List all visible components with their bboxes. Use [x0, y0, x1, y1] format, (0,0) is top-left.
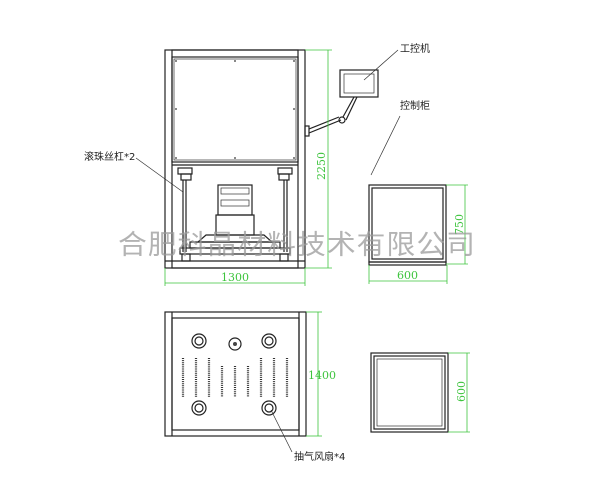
dim-front-height: 2250	[305, 49, 332, 269]
front-view: 2250 1300	[164, 49, 379, 286]
dim-cabinet-depth-label: 600	[455, 381, 468, 402]
dim-cabinet-width-label: 600	[397, 269, 418, 282]
label-control-cabinet: 控制柜	[400, 99, 430, 112]
base-view: 1400	[164, 311, 336, 437]
control-cabinet-front: 750 600	[368, 184, 468, 284]
dim-base-depth-label: 1400	[308, 369, 336, 382]
dim-front-width: 1300	[164, 268, 306, 286]
dim-front-width-label: 1300	[221, 271, 249, 284]
vent-slots	[181, 358, 289, 397]
label-control-pc: 工控机	[400, 42, 430, 55]
control-cabinet-top: 600	[370, 352, 470, 433]
ball-screw-right	[277, 167, 293, 252]
control-pc-screen	[304, 69, 379, 137]
dim-cabinet-height-label: 750	[453, 214, 466, 235]
watermark: 合肥科晶材料技术有限公司	[118, 230, 476, 261]
press-assembly	[179, 184, 291, 262]
label-ball-screw: 滚珠丝杠*2	[84, 150, 135, 163]
exhaust-fans	[191, 333, 277, 416]
dim-front-height-label: 2250	[315, 152, 328, 180]
label-exhaust-fan: 抽气风扇*4	[294, 450, 345, 463]
dim-base-depth: 1400	[306, 311, 336, 437]
